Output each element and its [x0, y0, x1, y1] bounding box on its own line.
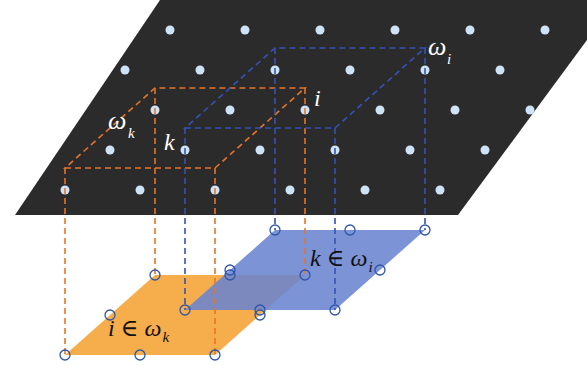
dashed-box	[424, 48, 426, 230]
pixel-ring	[210, 350, 220, 360]
pixel-dot	[316, 26, 325, 35]
dashed-box	[154, 88, 156, 275]
pixel-dot	[346, 66, 355, 75]
pixel-dot	[256, 146, 265, 155]
pixel-label: k	[164, 130, 175, 154]
dashed-box	[185, 48, 425, 128]
pixel-dot	[196, 66, 205, 75]
dashed-box	[334, 128, 336, 310]
pixel-dot	[166, 26, 175, 35]
pixel-dot	[106, 146, 115, 155]
pixel-dot	[136, 186, 145, 195]
dashed-box	[64, 168, 66, 355]
pixel-dot	[406, 146, 415, 155]
window-symbol: ω	[108, 108, 126, 134]
pixel-ring	[420, 225, 430, 235]
pixel-ring	[255, 305, 265, 315]
pixel-dot	[526, 106, 535, 115]
pixel-ring	[270, 225, 280, 235]
window-pixels	[60, 225, 430, 360]
pixel-dot	[481, 146, 490, 155]
pixel-dot	[361, 186, 370, 195]
pixel-label: i	[314, 86, 321, 110]
pixel-ring	[345, 225, 355, 235]
pixel-dot	[451, 106, 460, 115]
pixel-ring	[375, 265, 385, 275]
pixel-dot	[286, 186, 295, 195]
image-plane	[15, 0, 587, 215]
membership-label: i ∈ ω	[108, 316, 161, 340]
pixel-ring	[135, 350, 145, 360]
pixel-ring	[180, 305, 190, 315]
pixel-dot	[241, 26, 250, 35]
dashed-box	[184, 128, 186, 310]
window-subscript: k	[162, 330, 169, 345]
pixel-ring	[300, 270, 310, 280]
dashed-box	[274, 48, 276, 230]
window-subscript: i	[447, 52, 451, 67]
pixel-dot	[226, 106, 235, 115]
pixel-dot	[376, 106, 385, 115]
membership-label: k ∈ ω	[310, 246, 367, 270]
pixel-dot	[436, 186, 445, 195]
pixel-dot	[496, 66, 505, 75]
window-subscript: i	[368, 260, 372, 275]
pixel-dot	[121, 66, 130, 75]
window-symbol: ω	[428, 34, 446, 60]
window-subscript: k	[128, 126, 135, 141]
pixel-ring	[330, 305, 340, 315]
pixel-ring	[60, 350, 70, 360]
pixel-dot	[541, 26, 550, 35]
pixel-ring	[150, 270, 160, 280]
pixel-dot	[466, 26, 475, 35]
pixel-ring	[225, 265, 235, 275]
window-boxes	[65, 48, 425, 355]
pixel-dot	[391, 26, 400, 35]
dashed-box	[304, 88, 306, 275]
dashed-box	[214, 168, 216, 355]
